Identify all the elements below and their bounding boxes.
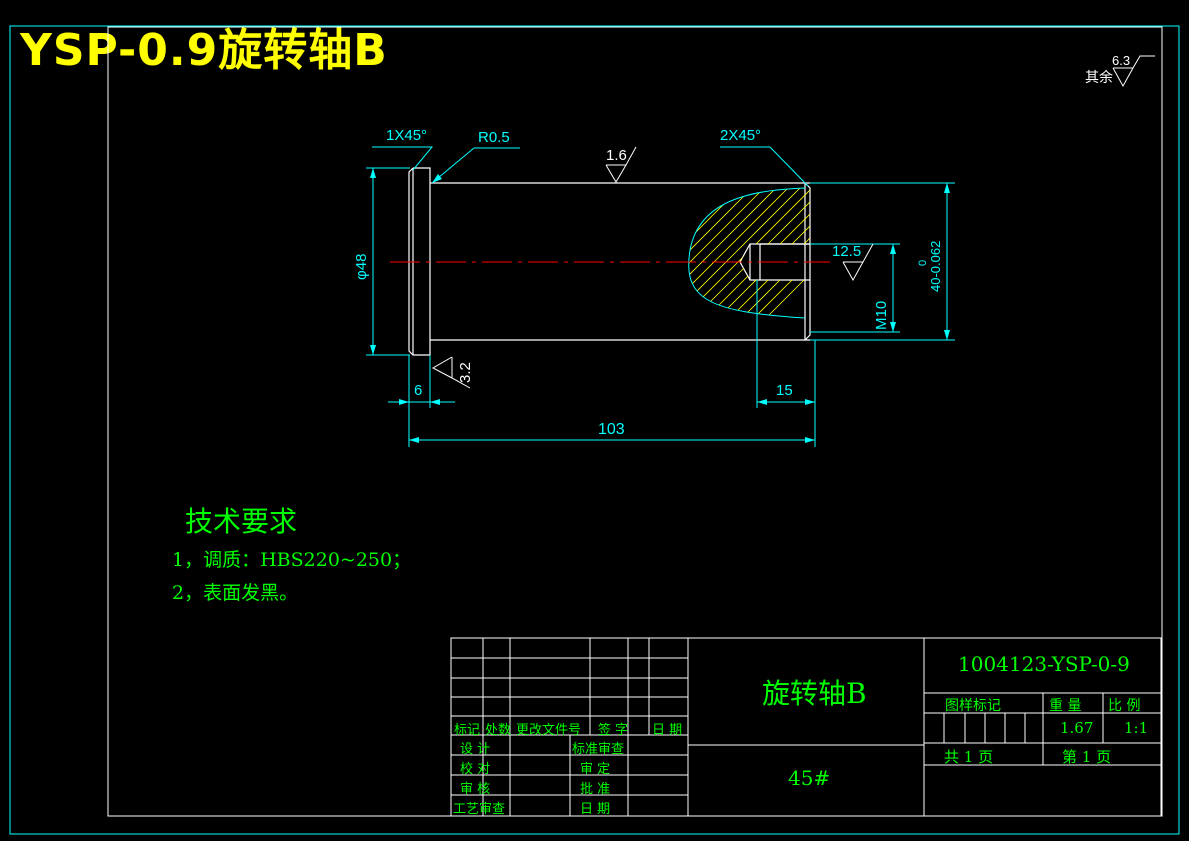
roughness-top-label: 1.6 bbox=[606, 147, 627, 164]
drawing-title: YSP-0.9旋转轴B bbox=[20, 25, 388, 76]
roughness-left-label: 3.2 bbox=[457, 362, 474, 383]
stage-label: 图样标记 bbox=[945, 698, 1001, 714]
flange-width-label: 6 bbox=[414, 382, 422, 399]
row-label-design: 设 计 bbox=[460, 742, 491, 757]
tech-requirement-2: 2，表面发黑。 bbox=[172, 582, 299, 604]
outer-frame bbox=[9, 25, 1180, 835]
weight-label: 重 量 bbox=[1049, 698, 1082, 714]
row-label-check: 校 对 bbox=[460, 762, 491, 777]
col-header-docno: 更改文件号 bbox=[516, 723, 582, 738]
inner-frame bbox=[107, 26, 1163, 817]
diameter-right-tol-label: 0 bbox=[917, 260, 929, 266]
dimension-lines bbox=[366, 146, 955, 447]
roughness-left-symbol bbox=[431, 356, 471, 389]
total-length-label: 103 bbox=[598, 421, 625, 438]
title-block-grid bbox=[450, 637, 1162, 817]
material: 45# bbox=[788, 766, 831, 790]
part-name: 旋转轴B bbox=[762, 677, 867, 710]
chamfer-right-label: 2X45° bbox=[720, 127, 761, 144]
breakout-line bbox=[688, 187, 806, 319]
tech-requirements-title: 技术要求 bbox=[185, 505, 298, 538]
col-header-mark: 标记 bbox=[454, 723, 481, 738]
surface-finish-other bbox=[1112, 55, 1155, 88]
chamfer-left-label: 1X45° bbox=[386, 127, 427, 144]
row-label-approve: 批 准 bbox=[580, 782, 611, 797]
thread-depth-label: 15 bbox=[776, 382, 793, 399]
drawing-number: 1004123-YSP-0-9 bbox=[958, 652, 1130, 676]
row-label-review: 审 核 bbox=[460, 782, 491, 797]
fillet-label: R0.5 bbox=[478, 129, 510, 146]
row-label-std-review: 标准审查 bbox=[572, 742, 625, 757]
scale-label: 比 例 bbox=[1108, 698, 1141, 714]
row-label-date: 日 期 bbox=[580, 802, 611, 817]
thread-label: M10 bbox=[873, 301, 890, 330]
roughness-top-symbol bbox=[605, 146, 637, 183]
total-pages: 共 1 页 bbox=[944, 748, 994, 766]
row-label-process: 工艺审查 bbox=[453, 802, 506, 817]
surface-finish-other-value: 6.3 bbox=[1112, 53, 1130, 68]
thread-roughness-label: 12.5 bbox=[832, 243, 861, 260]
diameter-right-label: 40-0.062 bbox=[928, 241, 943, 292]
tech-requirement-1: 1，调质：HBS220~250； bbox=[172, 549, 412, 571]
scale-value: 1:1 bbox=[1124, 719, 1149, 737]
row-label-approve-review: 审 定 bbox=[580, 762, 611, 777]
diameter-left-label: φ48 bbox=[353, 254, 370, 280]
weight-value: 1.67 bbox=[1060, 719, 1094, 737]
roughness-thread-symbol bbox=[842, 243, 874, 282]
col-header-count: 处数 bbox=[485, 723, 512, 738]
col-header-date: 日 期 bbox=[652, 723, 683, 738]
page-number: 第 1 页 bbox=[1062, 748, 1112, 766]
surface-finish-other-label: 其余 bbox=[1085, 69, 1113, 86]
col-header-sign: 签 字 bbox=[598, 723, 629, 738]
dimension-arrows bbox=[370, 168, 950, 443]
section-hatching bbox=[688, 188, 810, 318]
